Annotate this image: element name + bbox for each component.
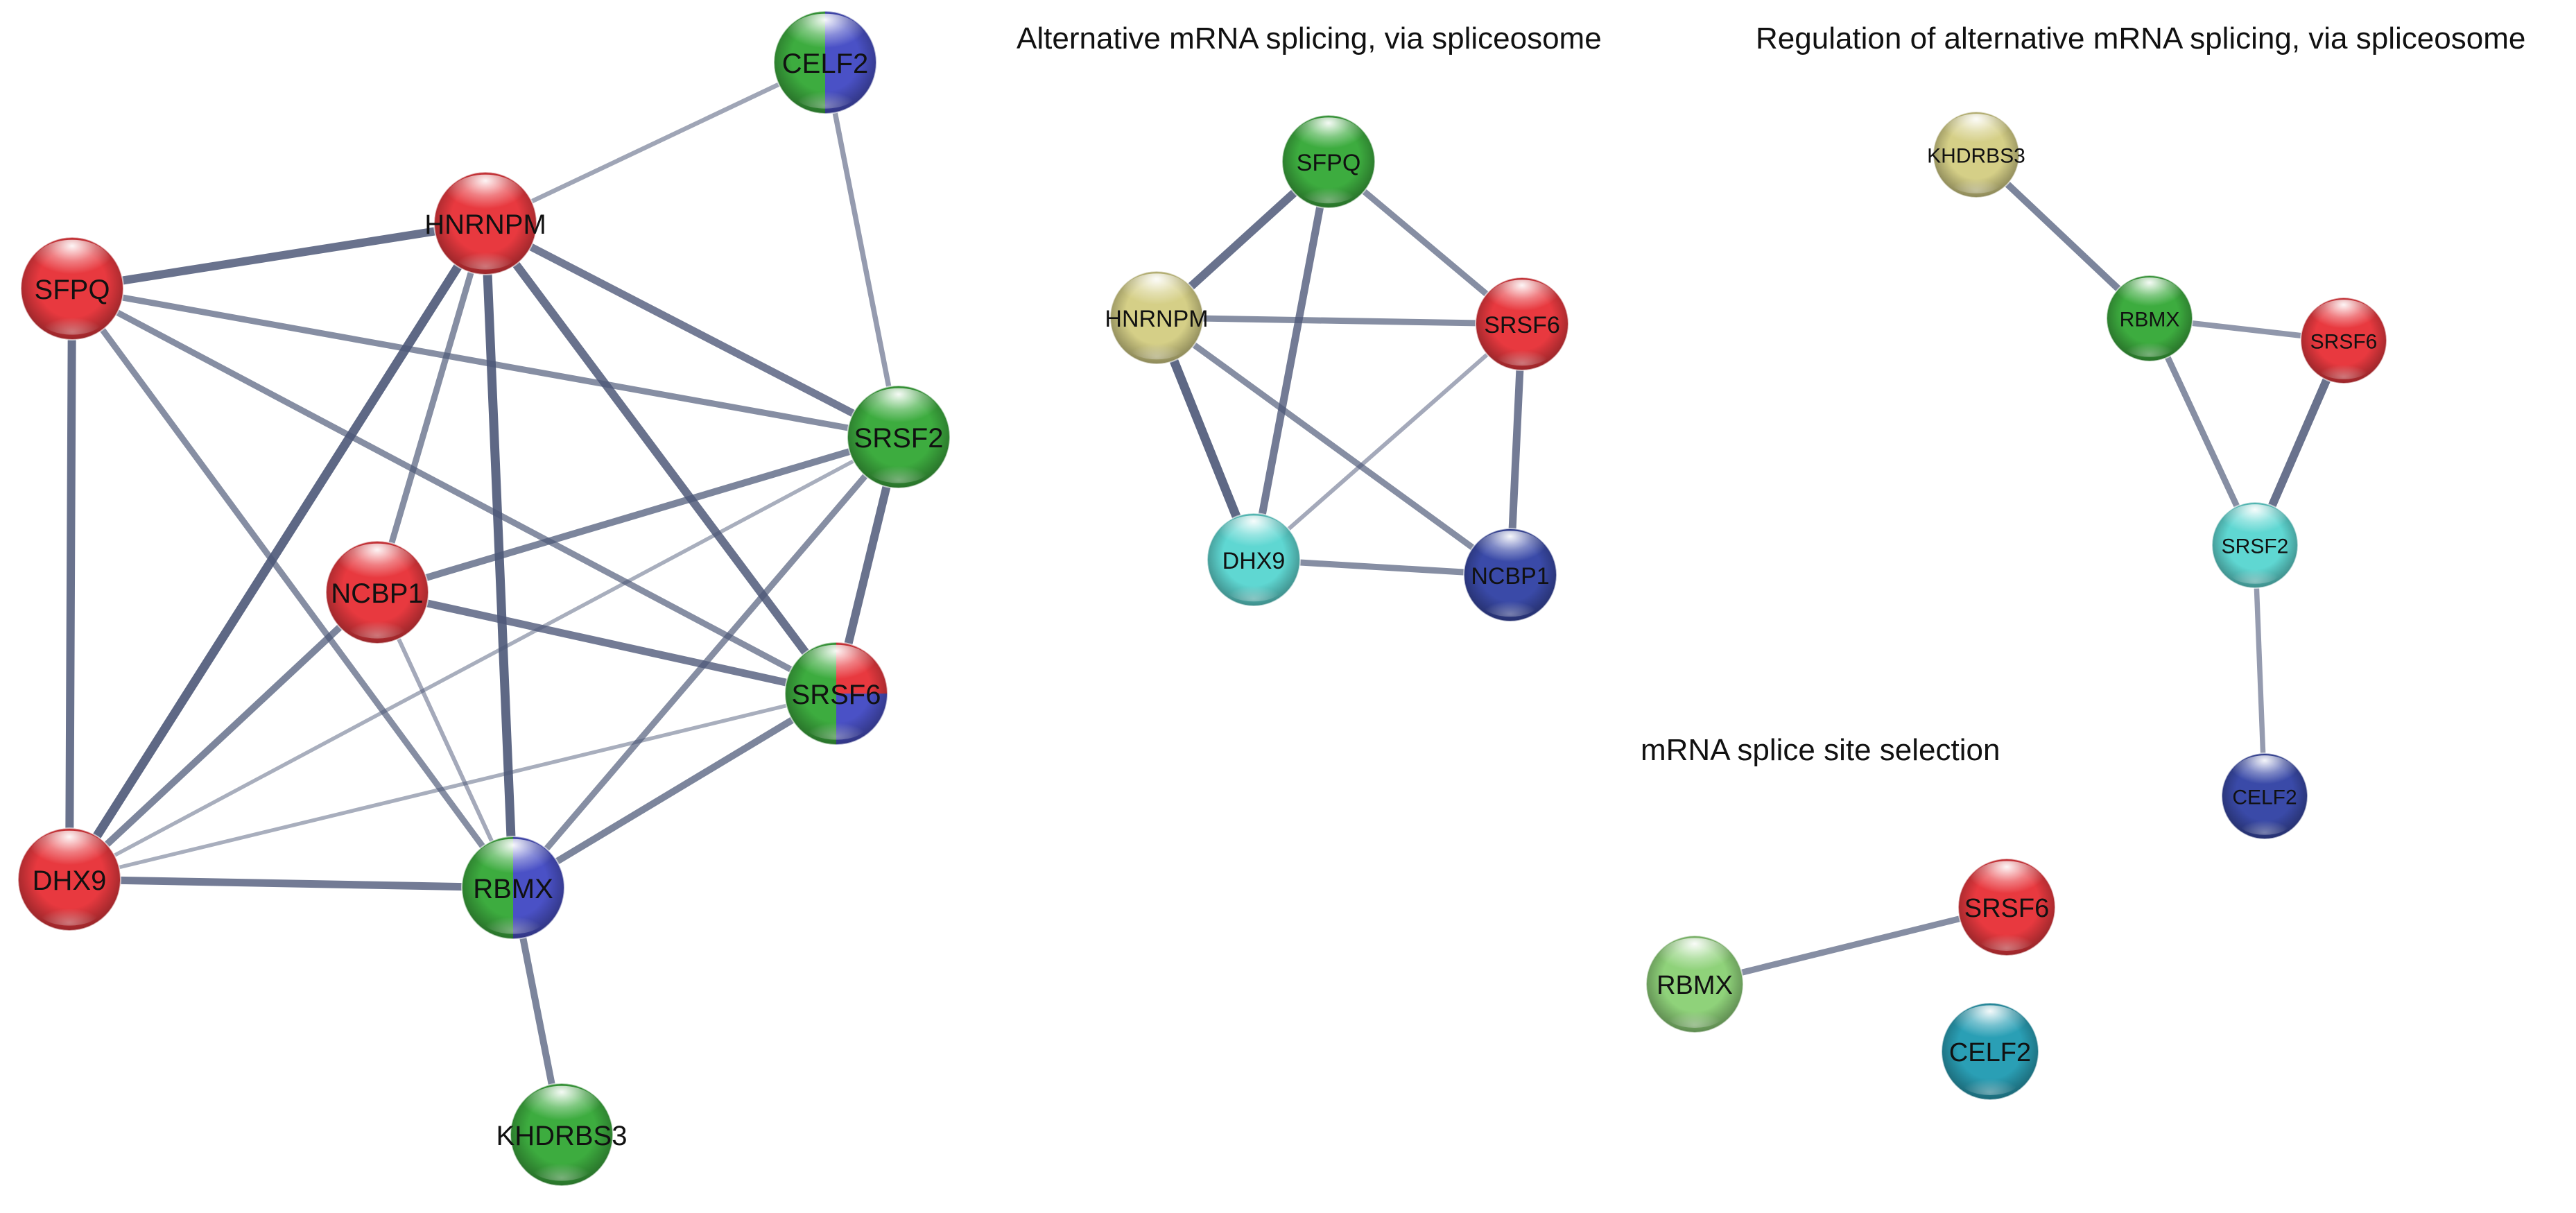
edge-a-sfpq-srsf2 (69, 285, 902, 440)
node-label-b-srsf6: SRSF6 (1484, 312, 1560, 338)
node-label-c-rbmx: RBMX (2120, 309, 2180, 332)
node-b-sfpq[interactable]: SFPQ (1281, 114, 1376, 209)
edge-a-sfpq-dhx9 (65, 284, 76, 884)
node-label-b-sfpq: SFPQ (1297, 150, 1361, 176)
node-label-a-dhx9: DHX9 (33, 866, 107, 896)
edge-b-hnrnpm-srsf6 (1153, 314, 1525, 327)
node-b-dhx9[interactable]: DHX9 (1207, 513, 1301, 607)
node-label-c-srsf2: SRSF2 (2222, 535, 2289, 558)
edge-a-hnrnpm-ncbp1 (374, 220, 489, 596)
edge-a-srsf2-dhx9 (67, 435, 901, 881)
node-label-b-ncbp1: NCBP1 (1471, 563, 1549, 590)
node-label-a-srsf6: SRSF6 (792, 680, 881, 710)
edge-a-ncbp1-dhx9 (66, 589, 381, 883)
node-label-a-hnrnpm: HNRNPM (424, 209, 546, 240)
node-label-d-rbmx: RBMX (1657, 971, 1733, 1000)
node-a-srsf6[interactable]: SRSF6 (775, 632, 898, 755)
edge-a-hnrnpm-celf2 (483, 60, 828, 226)
edge-a-ncbp1-srsf6 (373, 588, 840, 698)
node-label-a-celf2: CELF2 (782, 49, 869, 79)
node-label-a-rbmx: RBMX (473, 874, 553, 904)
node-label-a-sfpq: SFPQ (35, 275, 110, 305)
node-c-khdrbs3[interactable]: KHDRBS3 (1927, 111, 2025, 198)
node-label-b-dhx9: DHX9 (1222, 548, 1286, 574)
node-label-d-celf2: CELF2 (1949, 1038, 2031, 1067)
node-label-a-srsf2: SRSF2 (854, 423, 944, 454)
node-c-rbmx[interactable]: RBMX (2106, 275, 2193, 362)
edge-a-sfpq-rbmx (69, 285, 517, 891)
node-b-hnrnpm[interactable]: HNRNPM (1105, 270, 1209, 365)
node-a-rbmx[interactable]: RBMX (461, 836, 565, 940)
edge-a-srsf2-ncbp1 (374, 433, 902, 596)
edge-b-hnrnpm-ncbp1 (1153, 314, 1514, 578)
node-b-srsf6[interactable]: SRSF6 (1475, 277, 1569, 371)
node-d-rbmx[interactable]: RBMX (1645, 935, 1744, 1033)
edge-a-ncbp1-rbmx (375, 590, 515, 890)
node-a-celf2[interactable]: CELF2 (773, 1, 887, 124)
edge-a-hnrnpm-srsf2 (481, 219, 903, 441)
edge-d-rbmx-srsf6 (1691, 904, 2010, 988)
node-label-a-khdrbs3: KHDRBS3 (496, 1121, 628, 1151)
node-label-c-srsf6: SRSF6 (2310, 331, 2378, 354)
node-a-dhx9[interactable]: DHX9 (17, 827, 121, 931)
node-c-srsf6[interactable]: SRSF6 (2300, 297, 2387, 384)
node-c-srsf2[interactable]: SRSF2 (2211, 501, 2299, 589)
edge-a-dhx9-rbmx (65, 875, 517, 892)
node-d-srsf6[interactable]: SRSF6 (1957, 858, 2056, 956)
node-label-a-ncbp1: NCBP1 (331, 578, 423, 609)
node-c-celf2[interactable]: CELF2 (2221, 752, 2308, 840)
node-label-c-celf2: CELF2 (2232, 786, 2297, 809)
edge-b-srsf6-dhx9 (1252, 322, 1524, 562)
panel-c-title: Regulation of alternative mRNA splicing,… (1756, 21, 2525, 55)
panel-b-title: Alternative mRNA splicing, via spliceoso… (1017, 21, 1602, 55)
node-b-ncbp1[interactable]: NCBP1 (1463, 528, 1557, 622)
edge-b-sfpq-dhx9 (1250, 157, 1333, 564)
panel-d-title: mRNA splice site selection (1641, 733, 2000, 767)
node-a-khdrbs3[interactable]: KHDRBS3 (496, 1083, 628, 1187)
node-label-d-srsf6: SRSF6 (1964, 894, 2049, 923)
edge-a-sfpq-srsf6 (69, 285, 840, 697)
edge-a-hnrnpm-dhx9 (64, 218, 490, 884)
node-a-ncbp1[interactable]: NCBP1 (325, 540, 429, 644)
edge-a-sfpq-hnrnpm (68, 219, 490, 293)
edge-a-srsf6-dhx9 (67, 691, 838, 881)
node-label-b-hnrnpm: HNRNPM (1105, 306, 1208, 332)
node-a-srsf2[interactable]: SRSF2 (847, 385, 951, 489)
node-a-hnrnpm[interactable]: HNRNPM (424, 171, 546, 275)
edge-a-hnrnpm-srsf6 (481, 219, 840, 698)
edge-a-srsf6-rbmx (510, 690, 840, 891)
node-d-celf2[interactable]: CELF2 (1941, 1002, 2039, 1101)
node-label-c-khdrbs3: KHDRBS3 (1927, 145, 2025, 168)
edge-a-celf2-srsf2 (822, 60, 901, 440)
node-a-sfpq[interactable]: SFPQ (20, 236, 124, 341)
